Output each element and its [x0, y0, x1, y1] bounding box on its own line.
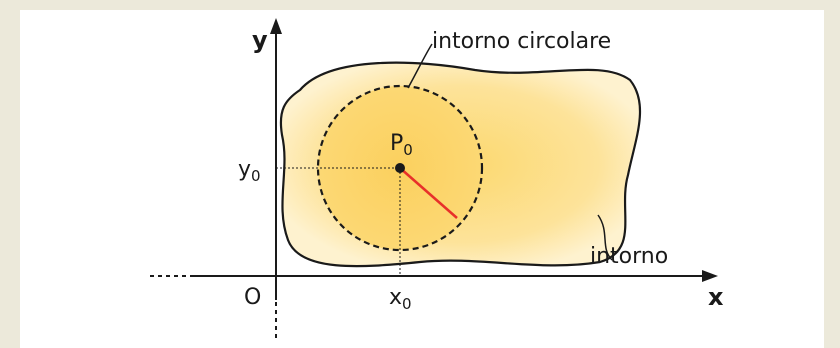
y-axis-label: y	[252, 26, 268, 54]
x0-label-sub: 0	[402, 295, 412, 313]
point-label-sub: 0	[403, 141, 413, 159]
y-axis-arrowhead	[270, 18, 282, 34]
center-point	[395, 163, 405, 173]
radius-segment	[399, 167, 458, 219]
neighborhood-leader	[597, 214, 613, 261]
circular-neighborhood-label: intorno circolare	[432, 29, 611, 54]
origin-label: O	[244, 285, 261, 310]
x0-label-base: x	[389, 285, 402, 310]
x-axis-label: x	[708, 283, 724, 311]
y0-label: y0	[238, 157, 261, 185]
x-axis-arrowhead	[702, 270, 718, 282]
x0-label: x0	[389, 285, 412, 313]
point-label-base: P	[390, 131, 403, 156]
point-label: P0	[390, 131, 413, 159]
neighborhood-label: intorno	[590, 244, 668, 269]
circular-neighborhood-leader	[407, 43, 433, 89]
y0-label-sub: 0	[251, 167, 261, 185]
y0-label-base: y	[238, 157, 251, 182]
